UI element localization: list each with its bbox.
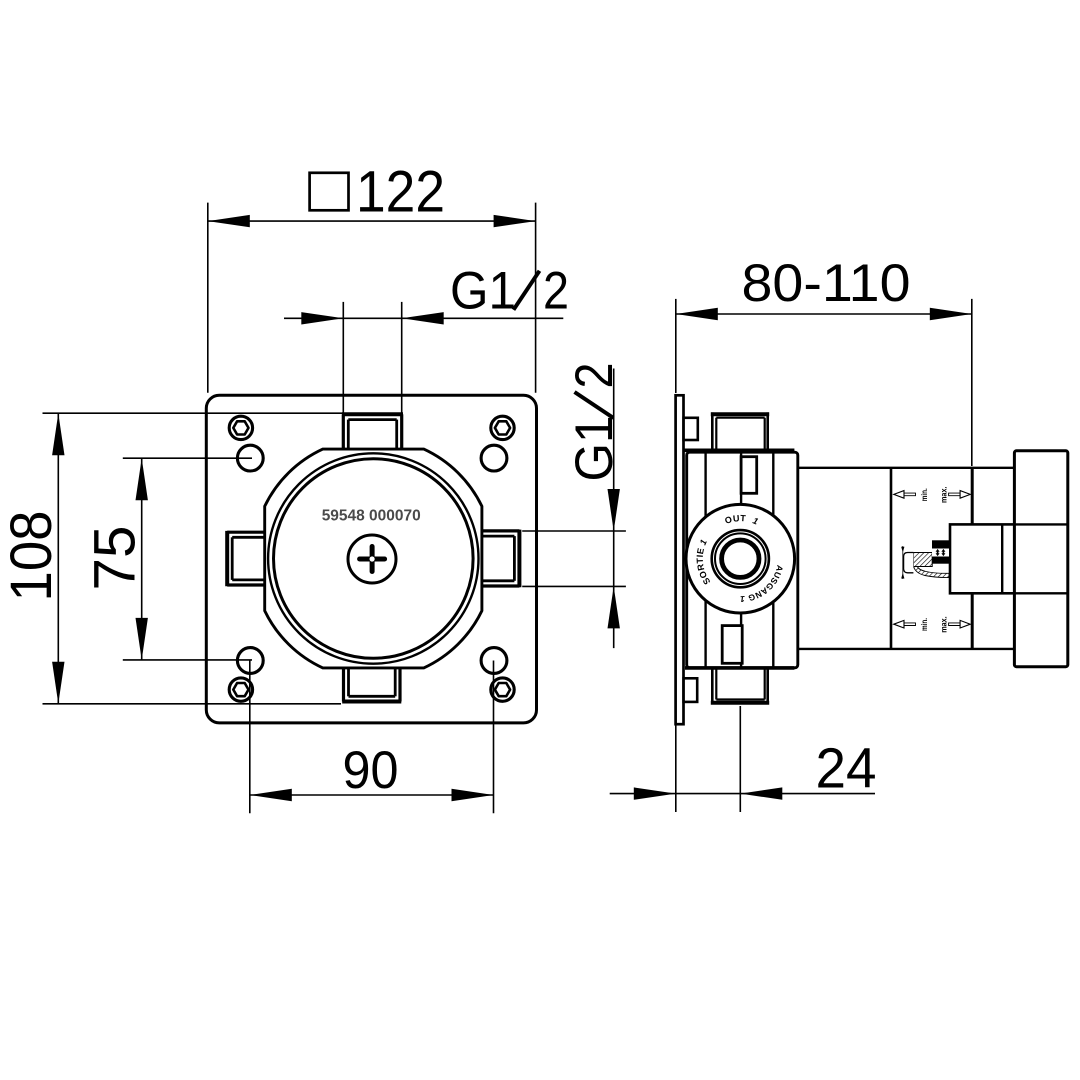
svg-text:G1: G1 [565, 416, 624, 482]
svg-text:max.: max. [940, 616, 949, 633]
svg-text:G1: G1 [450, 261, 516, 320]
svg-text:max.: max. [940, 487, 949, 504]
svg-text:75: 75 [83, 526, 148, 591]
svg-text:2: 2 [543, 261, 569, 320]
svg-text:min.: min. [920, 618, 929, 631]
svg-text:2: 2 [565, 363, 624, 389]
svg-text:80-110: 80-110 [742, 254, 911, 313]
svg-text:59548 000070: 59548 000070 [322, 507, 421, 524]
svg-text:24: 24 [816, 737, 877, 801]
svg-text:122: 122 [356, 159, 445, 224]
svg-text:108: 108 [0, 511, 64, 602]
svg-text:min.: min. [920, 488, 929, 501]
svg-text:90: 90 [343, 741, 399, 800]
